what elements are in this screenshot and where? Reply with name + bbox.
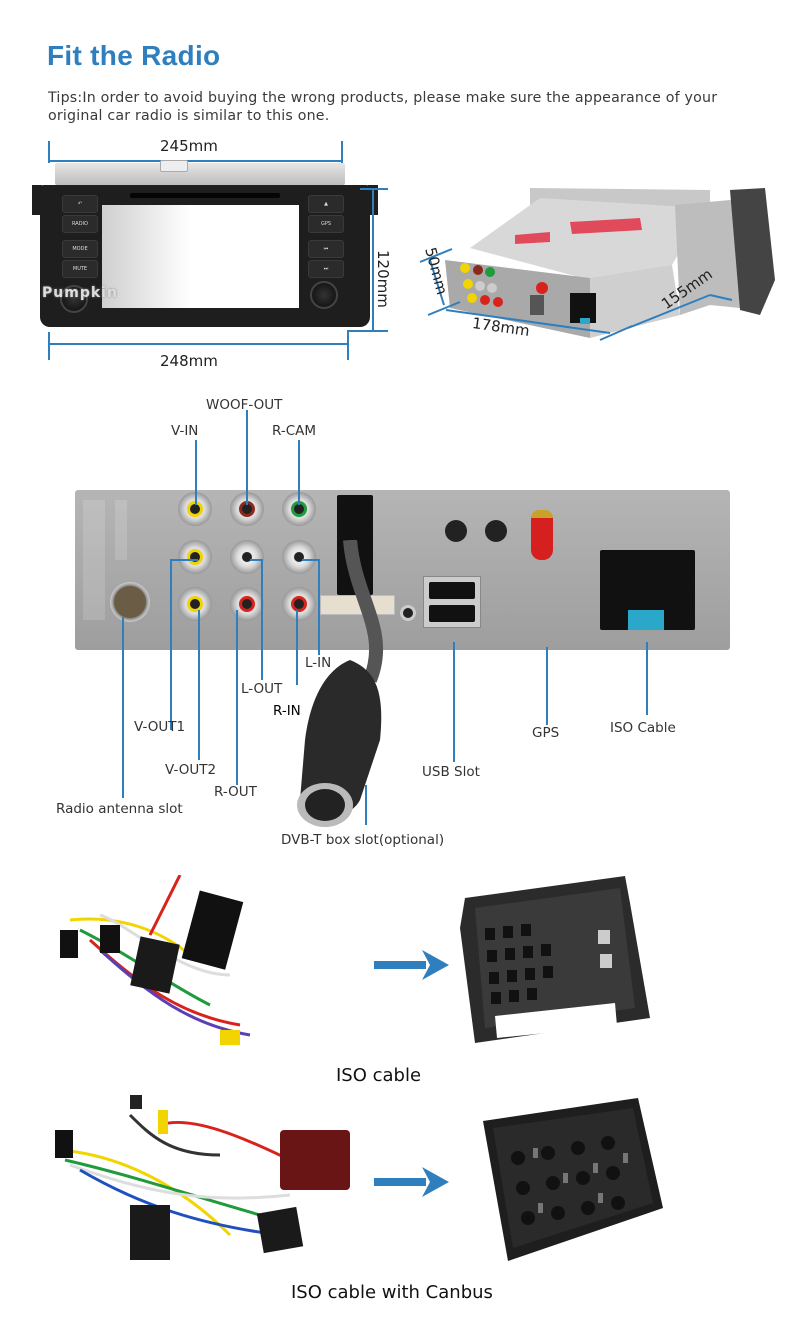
label-sticker [515, 232, 550, 244]
unit-top [470, 198, 705, 280]
dim-tick [341, 141, 343, 163]
iso-connector-photo [460, 876, 650, 1043]
heat-fin [83, 500, 105, 620]
aux-jack [400, 605, 416, 621]
bracket-clip [160, 160, 188, 172]
eject-button: ▲ [308, 195, 344, 213]
back-panel-photo [75, 490, 730, 650]
dim-tick [48, 141, 50, 163]
gps-connector [536, 282, 548, 294]
panel-hole [485, 520, 507, 542]
usb-ports [530, 295, 544, 315]
warning-sticker [570, 218, 642, 234]
dim-label-248: 248mm [160, 352, 218, 370]
rca-r-in [282, 587, 316, 621]
pumpkin-logo: Pumpkin [42, 285, 118, 301]
label-v-in: V-IN [171, 423, 199, 439]
canbus-harness-photo [55, 1095, 350, 1260]
radio-rear-angle-photo [445, 188, 775, 338]
arrow-right-icon [374, 950, 449, 980]
arrow-right-icon [374, 1167, 449, 1197]
dim-line [372, 189, 374, 331]
label-v-out1: V-OUT1 [134, 719, 186, 735]
eject-icon: ▲ [324, 201, 328, 207]
next-icon: ⏭ [323, 266, 329, 272]
dim-label-120: 120mm [374, 250, 392, 308]
faceplate-edge [730, 188, 775, 315]
radio-button: RADIO [62, 215, 98, 233]
label-radio-antenna: Radio antenna slot [56, 801, 183, 817]
label-v-out2: V-OUT2 [165, 762, 217, 778]
tips-text: Tips:In order to avoid buying the wrong … [48, 90, 718, 124]
usb-slot-frame [423, 576, 481, 628]
volume-knob [60, 285, 88, 313]
radio-faceplate: ↶ RADIO MODE MUTE ▲ GPS ⏮ ⏭ Pumpkin [32, 185, 378, 327]
prev-icon: ⏮ [323, 246, 329, 252]
label-woof-out: WOOF-OUT [206, 397, 283, 413]
label-dvbt: DVB-T box slot(optional) [281, 832, 445, 848]
dim-tick [347, 330, 388, 332]
label-iso: ISO Cable [610, 720, 676, 736]
dim-tick [360, 188, 388, 190]
next-button: ⏭ [308, 260, 344, 278]
mode-button: MODE [62, 240, 98, 258]
gps-button: GPS [308, 215, 344, 233]
label-l-in: L-IN [305, 655, 332, 671]
unit-side [590, 265, 680, 338]
usb-port [429, 582, 475, 599]
dim-tick [48, 332, 50, 360]
tune-knob [310, 281, 338, 309]
radio-screen [102, 205, 299, 308]
mounting-bracket [55, 163, 345, 185]
canbus-connector-photo [483, 1098, 663, 1261]
panel-hole [445, 520, 467, 542]
heat-fin [115, 500, 127, 560]
prev-button: ⏮ [308, 240, 344, 258]
page-title: Fit the Radio [47, 40, 221, 71]
label-r-out: R-OUT [214, 784, 257, 800]
canbus-box [280, 1130, 350, 1190]
unit-rear-face [445, 260, 590, 338]
gps-connector [531, 510, 553, 560]
dim-line [50, 160, 342, 162]
caption-iso-cable: ISO cable [336, 1065, 422, 1086]
side-ear [32, 185, 42, 215]
label-l-out: L-OUT [241, 681, 283, 697]
radio-front-photo: ↶ RADIO MODE MUTE ▲ GPS ⏮ ⏭ Pumpkin [32, 160, 378, 328]
back-button: ↶ [62, 195, 98, 213]
label-gps: GPS [532, 725, 560, 741]
iso-clip [628, 610, 664, 630]
rca-v-out2 [178, 587, 212, 621]
disc-slot [130, 193, 280, 198]
label-usb: USB Slot [422, 764, 480, 780]
iso-connector [600, 550, 695, 630]
mute-button: MUTE [62, 260, 98, 278]
rca-r-out [230, 587, 264, 621]
usb-port [429, 605, 475, 622]
dim-label-245: 245mm [160, 137, 218, 155]
label-r-cam: R-CAM [272, 423, 317, 439]
dvbt-cable [297, 540, 384, 827]
iso-cable-harness-photo [60, 875, 251, 1045]
rca-l-in [282, 540, 316, 574]
label-r-in: R-IN [273, 703, 301, 719]
back-icon: ↶ [77, 201, 83, 207]
antenna-socket [110, 582, 150, 622]
dim-line [50, 343, 347, 345]
caption-canbus-cable: ISO cable with Canbus [291, 1282, 493, 1303]
callout-lines [122, 410, 648, 825]
rear-dim-lines [419, 248, 733, 341]
dim-tick [347, 332, 349, 360]
